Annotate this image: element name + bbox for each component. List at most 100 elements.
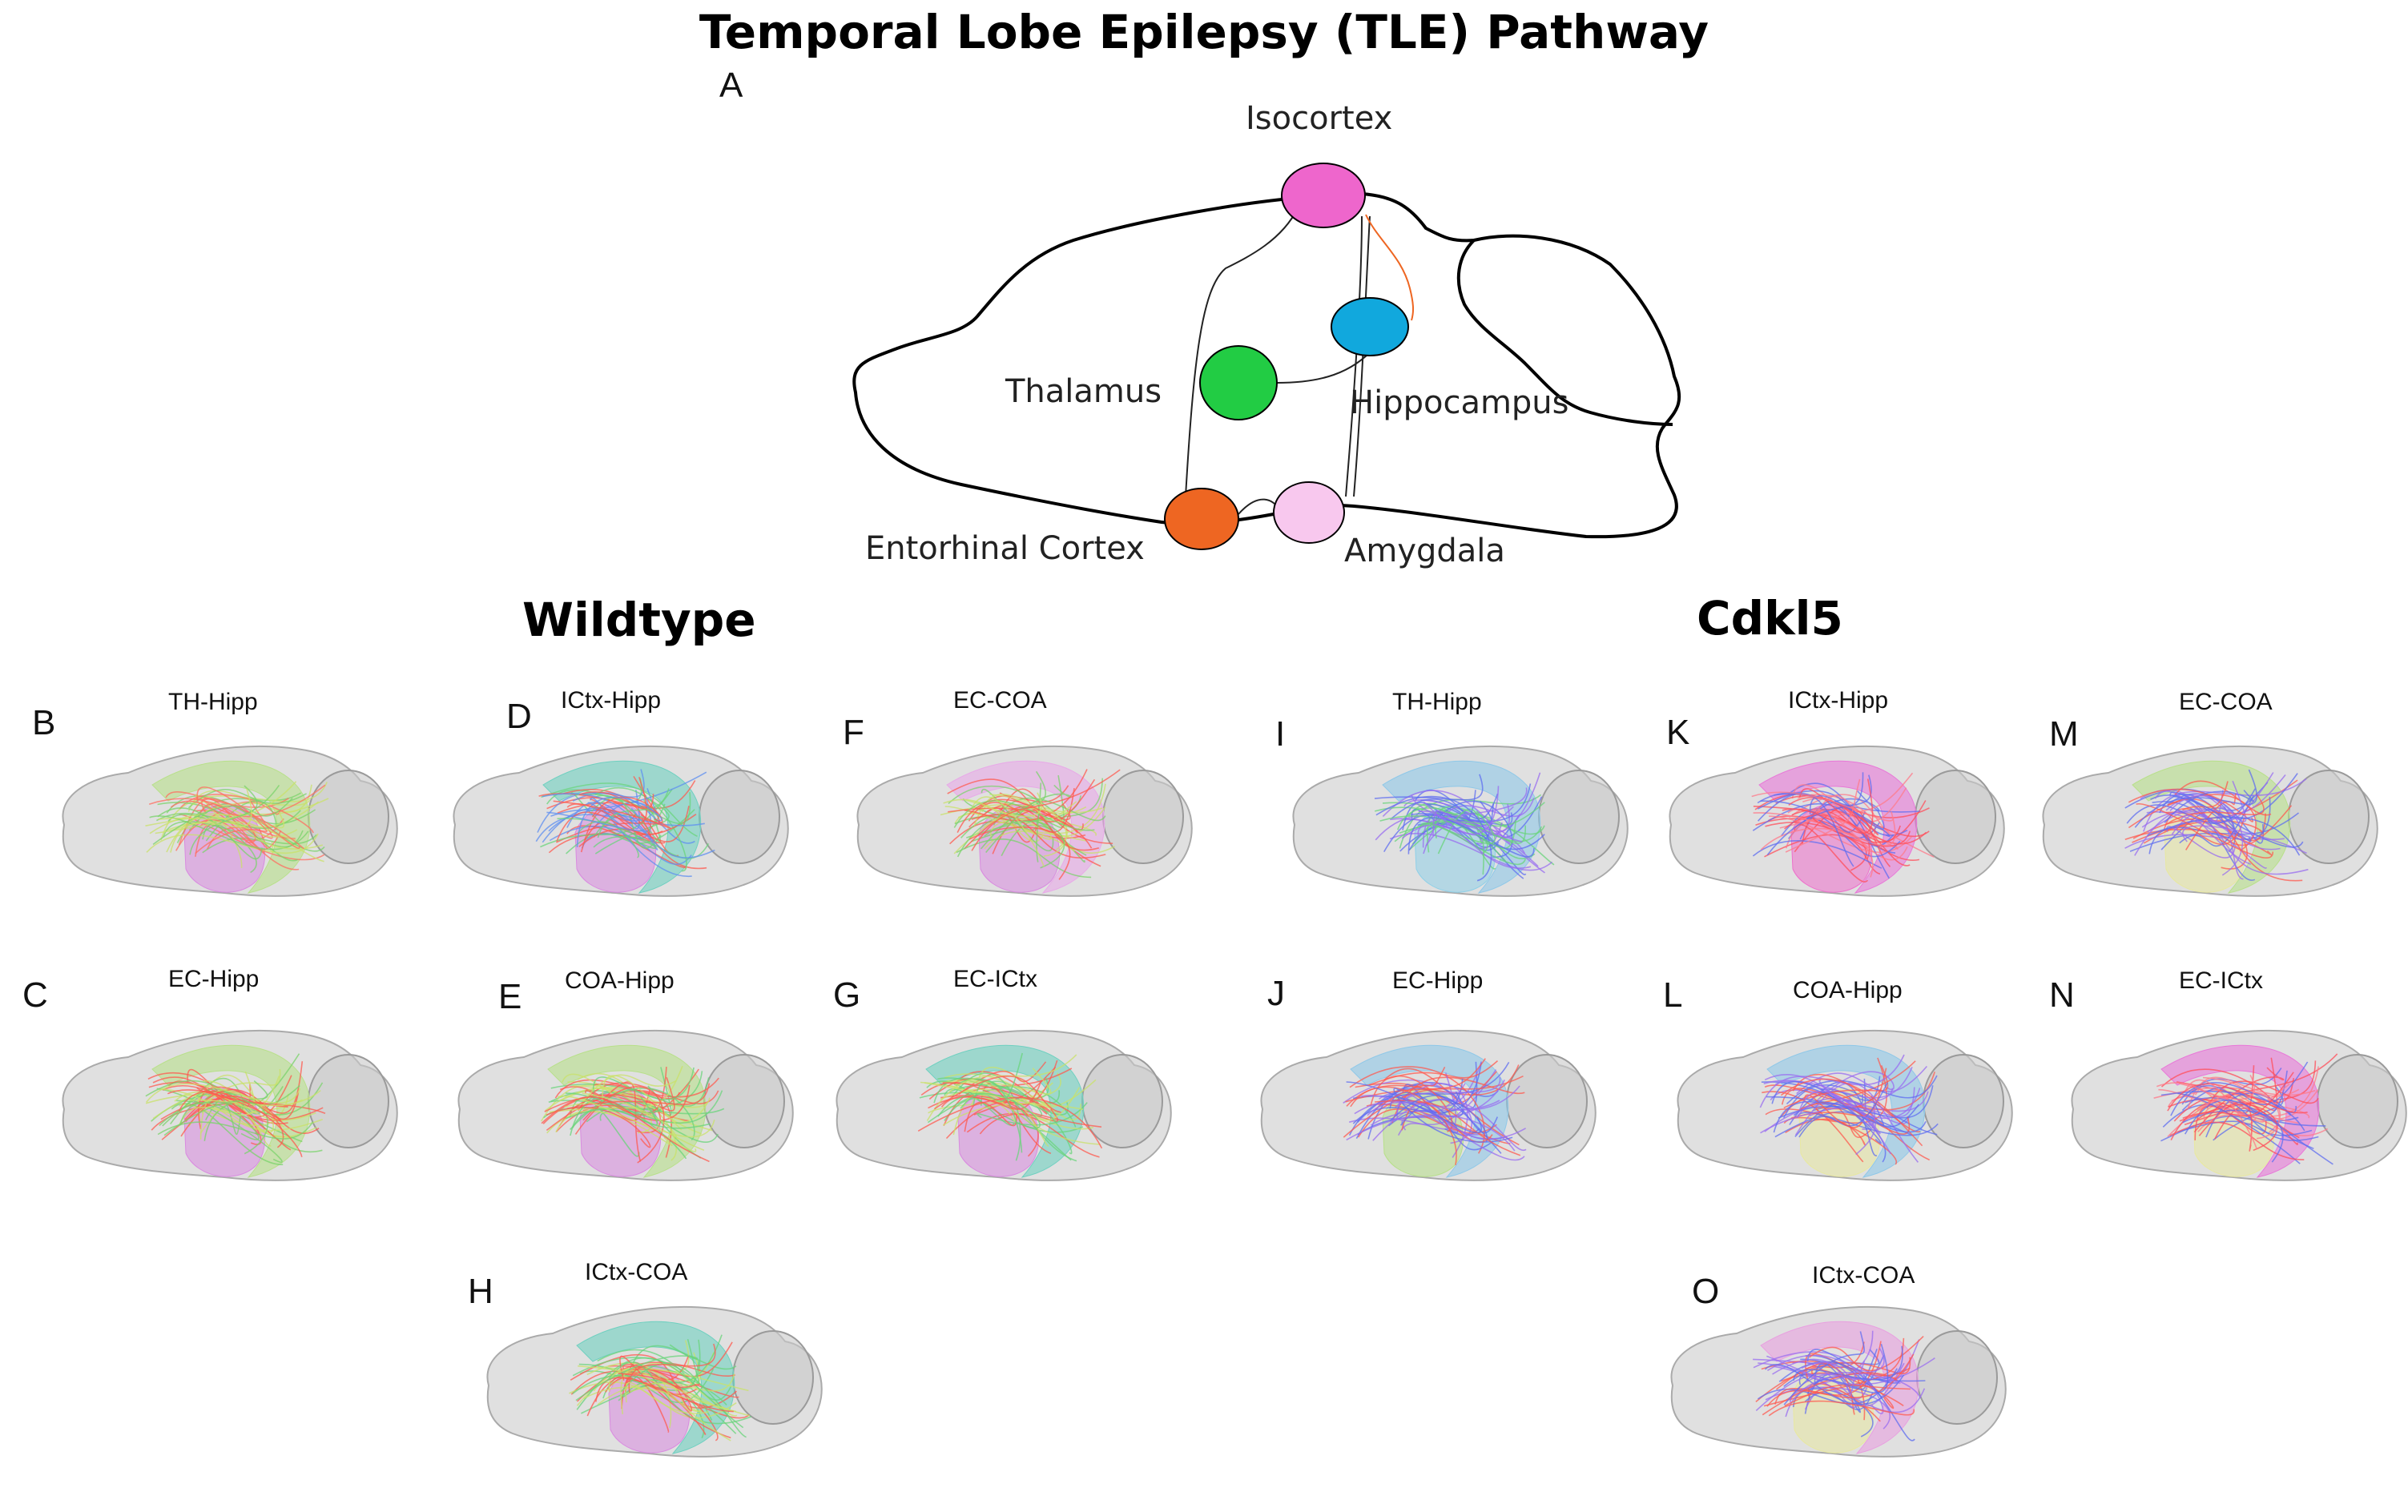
fiber: [161, 1091, 266, 1140]
cerebellum: [2288, 770, 2370, 864]
fiber: [188, 1089, 321, 1107]
fiber: [2191, 1075, 2256, 1100]
fiber: [590, 797, 692, 877]
fiber: [1389, 833, 1553, 871]
fiber: [949, 1084, 1073, 1155]
panel-title-d: ICtx-Hipp: [561, 687, 662, 714]
fiber: [195, 814, 268, 855]
fiber: [917, 1096, 1103, 1149]
fiber-streamlines: [1753, 1330, 1935, 1442]
fiber: [981, 789, 1054, 852]
fiber: [1411, 794, 1523, 843]
label-hippocampus: Hippocampus: [1350, 384, 1569, 421]
fiber: [195, 784, 326, 818]
panel-letter-i: I: [1275, 714, 1286, 754]
brain-render-n: [2071, 1029, 2407, 1181]
fiber-bundle: [2132, 760, 2291, 894]
label-entorhinal-cortex: Entorhinal Cortex: [865, 530, 1145, 567]
fiber: [960, 813, 1085, 863]
panel-letter-f: F: [843, 713, 864, 752]
cerebellum: [699, 770, 780, 864]
fiber: [1762, 1091, 1864, 1163]
fiber: [1350, 1086, 1457, 1165]
panel-title-f: EC-COA: [953, 687, 1047, 714]
fiber: [2206, 1080, 2319, 1109]
fiber: [1766, 1354, 1884, 1414]
fiber: [583, 1386, 751, 1417]
fiber: [550, 809, 705, 826]
fiber: [968, 826, 1071, 880]
panel-letter-d: D: [506, 697, 532, 736]
fiber: [2181, 825, 2307, 855]
group-title-cdkl5: Cdkl5: [1697, 591, 1843, 645]
fiber: [203, 1080, 318, 1138]
fiber: [1752, 840, 1883, 869]
fiber: [2182, 1072, 2294, 1119]
fiber-streamlines: [940, 769, 1121, 880]
fiber: [178, 1091, 303, 1157]
panel-letter-h: H: [468, 1272, 493, 1311]
fiber-streamlines: [2124, 769, 2309, 882]
fiber: [167, 1089, 282, 1122]
fiber: [578, 790, 654, 810]
fiber-streamlines: [2153, 1053, 2338, 1165]
fiber: [1812, 817, 1911, 847]
fiber: [602, 1075, 683, 1131]
panel-title-m: EC-COA: [2179, 689, 2273, 715]
fiber: [1389, 1095, 1499, 1134]
fiber: [1346, 1081, 1483, 1134]
fiber: [1778, 1104, 1920, 1128]
fiber: [1773, 1101, 1927, 1133]
brain-render-d: [453, 745, 789, 897]
fiber: [1809, 795, 1885, 830]
fiber: [1793, 1345, 1903, 1381]
fiber: [979, 1108, 1059, 1135]
fiber-streamlines: [1759, 1054, 1939, 1165]
fiber: [578, 1363, 715, 1404]
fiber: [157, 807, 263, 860]
fiber: [2160, 1091, 2305, 1132]
fiber: [2169, 1121, 2305, 1160]
fiber: [1782, 1084, 1938, 1136]
fiber: [954, 1082, 1049, 1147]
panel-title-j: EC-Hipp: [1392, 967, 1484, 994]
fiber: [1769, 815, 1912, 854]
brain-render-k: [1669, 745, 2005, 897]
cerebellum: [308, 1054, 389, 1148]
fiber: [971, 769, 1121, 851]
fiber: [1788, 797, 1878, 835]
fiber: [621, 1339, 700, 1393]
cerebellum: [1916, 1330, 1998, 1425]
fiber: [2173, 1096, 2298, 1145]
fiber: [158, 781, 297, 820]
panel-title-i: TH-Hipp: [1392, 689, 1482, 715]
fiber: [1757, 790, 1890, 879]
panel-letter-l: L: [1663, 975, 1683, 1015]
fiber: [157, 1121, 314, 1140]
fiber: [549, 1065, 683, 1113]
fiber: [933, 1077, 1060, 1104]
panel-title-g: EC-ICtx: [953, 966, 1037, 992]
label-thalamus: Thalamus: [1005, 373, 1162, 410]
fiber: [567, 1081, 653, 1134]
fiber: [1423, 786, 1500, 835]
fiber: [1780, 1078, 1923, 1147]
fiber: [1775, 795, 1911, 867]
fiber: [1771, 1081, 1882, 1144]
fiber: [178, 798, 265, 854]
fiber: [1374, 774, 1484, 801]
fiber: [1762, 1372, 1898, 1416]
panel-title-b: TH-Hipp: [168, 689, 258, 715]
fiber: [578, 821, 639, 859]
group-title-wildtype: Wildtype: [522, 593, 756, 647]
fiber: [924, 1082, 1052, 1108]
fiber: [187, 789, 307, 809]
fiber: [1407, 817, 1535, 858]
fiber: [1801, 1361, 1866, 1381]
cerebellum: [1081, 1054, 1163, 1148]
fiber-bundle: [1758, 760, 1918, 894]
fiber: [578, 806, 690, 847]
fiber: [1783, 1331, 1865, 1405]
fiber: [179, 1102, 260, 1140]
